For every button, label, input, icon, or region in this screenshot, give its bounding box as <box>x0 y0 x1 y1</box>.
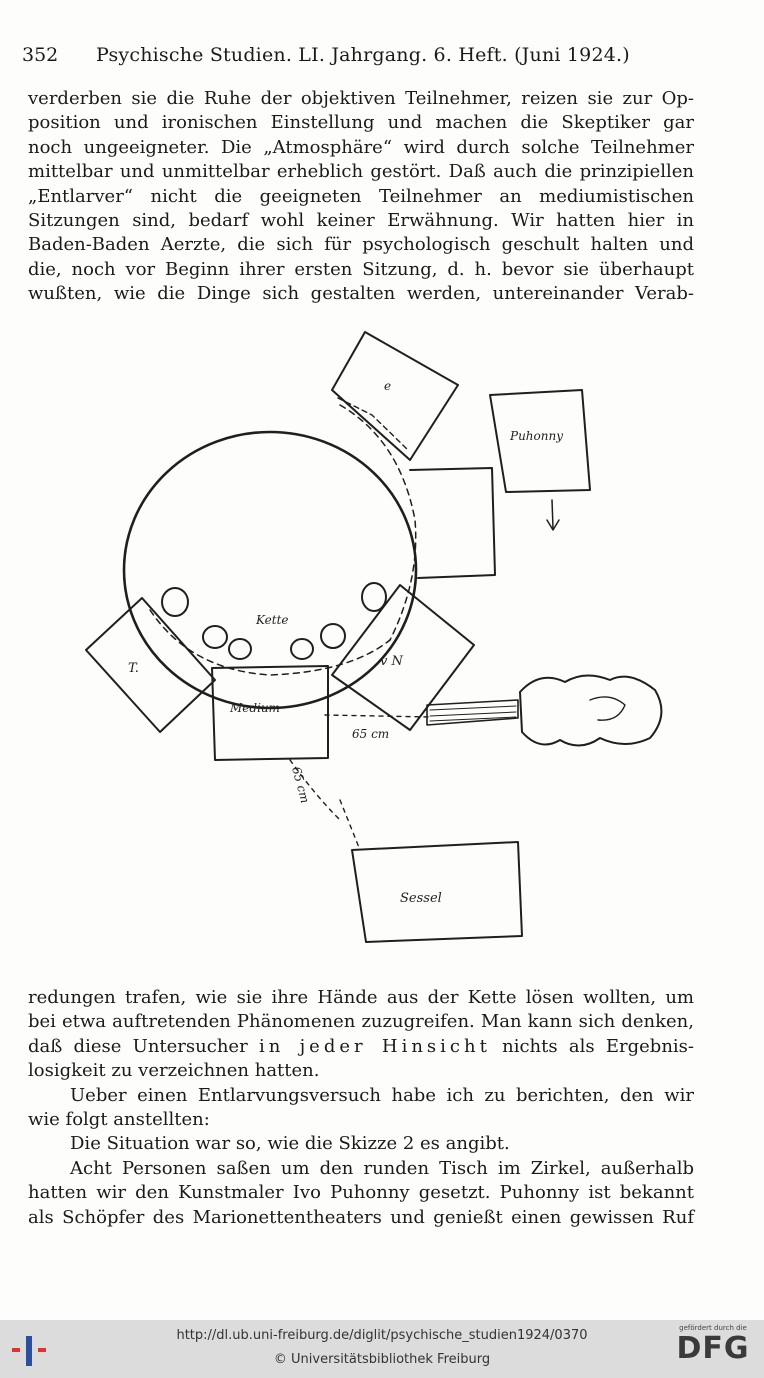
text-line: wie folgt anstellten: <box>28 1109 210 1131</box>
medium-label: Medium <box>229 701 280 715</box>
chair-right <box>409 467 496 579</box>
t-label: T. <box>128 661 139 676</box>
sessel-seat: Sessel <box>351 841 523 943</box>
chair-t: T. <box>85 597 216 733</box>
text-fragment: nichts als Ergebnis- <box>490 1035 694 1057</box>
vn-label: v N <box>380 654 403 669</box>
chair-top: e <box>331 331 459 461</box>
text-fragment: daß diese Untersucher <box>28 1035 259 1057</box>
text-line: hatten wir den Kunstmaler Ivo Puhonny ge… <box>28 1182 694 1204</box>
journal-title: Psychische Studien. LI. Jahrgang. 6. Hef… <box>96 44 630 66</box>
page-number: 352 <box>22 44 59 66</box>
chair-top-label: e <box>384 379 391 393</box>
text-line: wußten, wie die Dinge sich gestalten wer… <box>28 283 694 305</box>
puhonny-seat: Puhonny <box>489 389 591 531</box>
chair-vn: v N <box>331 584 475 731</box>
viewer-footer: http://dl.ub.uni-freiburg.de/diglit/psyc… <box>0 1320 764 1378</box>
text-line: als Schöpfer des Marionettentheaters und… <box>28 1206 694 1228</box>
distance-label-1: 65 cm <box>352 727 389 741</box>
violin <box>426 674 663 747</box>
text-line: Acht Personen saßen um den runden Tisch … <box>70 1157 694 1179</box>
sessel-label: Sessel <box>400 891 442 906</box>
text-line: position und ironischen Einstellung und … <box>28 112 694 134</box>
copyright-text: © Universitätsbibliothek Freiburg <box>273 1352 491 1367</box>
text-line: daß diese Untersucher in jeder Hinsicht … <box>28 1035 694 1059</box>
text-line: verderben sie die Ruhe der objektiven Te… <box>28 88 694 109</box>
dfg-caption: gefördert durch die <box>679 1324 747 1332</box>
medium-seat: Medium Kette <box>211 613 329 761</box>
text-line: losigkeit zu verzeichnen hatten. <box>28 1060 320 1082</box>
paragraph-bottom: redungen trafen, wie sie ihre Hände aus … <box>28 986 694 1230</box>
text-line: Ueber einen Entlarvungsversuch habe ich … <box>70 1084 694 1106</box>
permalink-url[interactable]: http://dl.ub.uni-freiburg.de/diglit/psyc… <box>176 1328 588 1343</box>
round-table <box>122 404 418 710</box>
puhonny-label: Puhonny <box>509 429 563 443</box>
text-line: Baden-Baden Aerzte, die sich für psychol… <box>28 234 694 256</box>
text-line: bei etwa auftretenden Phänomenen zuzugre… <box>28 1011 694 1033</box>
running-header: 352 Psychische Studien. LI. Jahrgang. 6.… <box>22 44 722 74</box>
text-line: noch ungeeigneter. Die „Atmosphäre“ wird… <box>28 136 694 158</box>
text-line: redungen trafen, wie sie ihre Hände aus … <box>28 987 694 1008</box>
text-line: mittelbar und unmittelbar erheblich gest… <box>28 161 694 183</box>
scanned-page: 352 Psychische Studien. LI. Jahrgang. 6.… <box>22 44 722 1230</box>
distance-lines <box>289 714 431 851</box>
hand-chain <box>161 582 387 660</box>
text-line: Die Situation war so, wie die Skizze 2 e… <box>70 1133 510 1155</box>
paragraph-top: verderben sie die Ruhe der objektiven Te… <box>28 87 694 307</box>
dfg-logo: gefördert durch die DFG <box>670 1324 756 1374</box>
kette-label: Kette <box>255 613 289 627</box>
text-line: die, noch vor Beginn ihrer ersten Sitzun… <box>28 258 694 280</box>
dfg-wordmark: DFG <box>676 1331 750 1366</box>
emphasized-text: in jeder Hinsicht <box>258 1035 491 1057</box>
distance-label-2: 65 cm <box>289 765 312 805</box>
text-line: „Entlarver“ nicht die geeigneten Teilneh… <box>28 185 694 207</box>
seating-sketch: e Puhonny v N T. <box>70 320 670 980</box>
text-line: Sitzungen sind, bedarf wohl keiner Erwäh… <box>28 210 694 232</box>
library-logo-icon <box>10 1332 50 1368</box>
